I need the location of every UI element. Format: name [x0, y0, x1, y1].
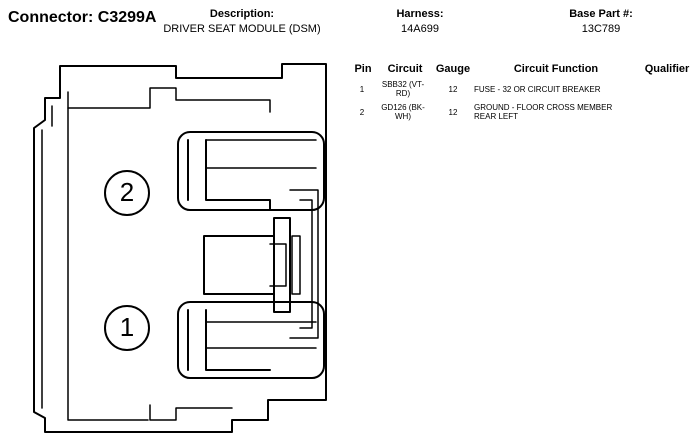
terminal-cavity-2 — [177, 131, 325, 211]
column-header-gauge: Gauge — [435, 63, 471, 75]
table-row-1-pin: 1 — [359, 85, 365, 94]
connector-housing — [33, 63, 327, 433]
table-row-2-gauge: 12 — [448, 108, 458, 117]
table-row-2-circuit: GD126 (BK- WH) — [381, 103, 425, 121]
table-row-1-gauge: 12 — [448, 85, 458, 94]
table-row-2-function: GROUND - FLOOR CROSS MEMBER REAR LEFT — [474, 103, 613, 121]
table-row-1-circuit: SBB32 (VT- RD) — [381, 80, 425, 98]
column-header-circuit-function: Circuit Function — [513, 63, 599, 75]
column-header-qualifier: Qualifier — [644, 63, 690, 75]
base-part-label: Base Part #: — [569, 8, 633, 20]
harness-value: 14A699 — [401, 23, 439, 35]
column-header-circuit: Circuit — [387, 63, 423, 75]
pin-2-circle — [104, 170, 150, 216]
description-value: DRIVER SEAT MODULE (DSM) — [163, 23, 321, 35]
base-part-value: 13C789 — [581, 23, 621, 35]
pin-2-label: 2 — [119, 177, 135, 207]
pin-1-circle — [104, 305, 150, 351]
pin-1-label: 1 — [119, 312, 135, 342]
locking-latch — [203, 189, 319, 339]
table-row-2-pin: 2 — [359, 108, 365, 117]
connector-title: Connector: C3299A — [8, 9, 157, 26]
column-header-pin: Pin — [354, 63, 372, 75]
harness-label: Harness: — [396, 8, 444, 20]
description-label: Description: — [209, 8, 275, 20]
terminal-cavity-1 — [177, 301, 325, 379]
table-row-1-function: FUSE - 32 OR CIRCUIT BREAKER — [474, 85, 601, 94]
